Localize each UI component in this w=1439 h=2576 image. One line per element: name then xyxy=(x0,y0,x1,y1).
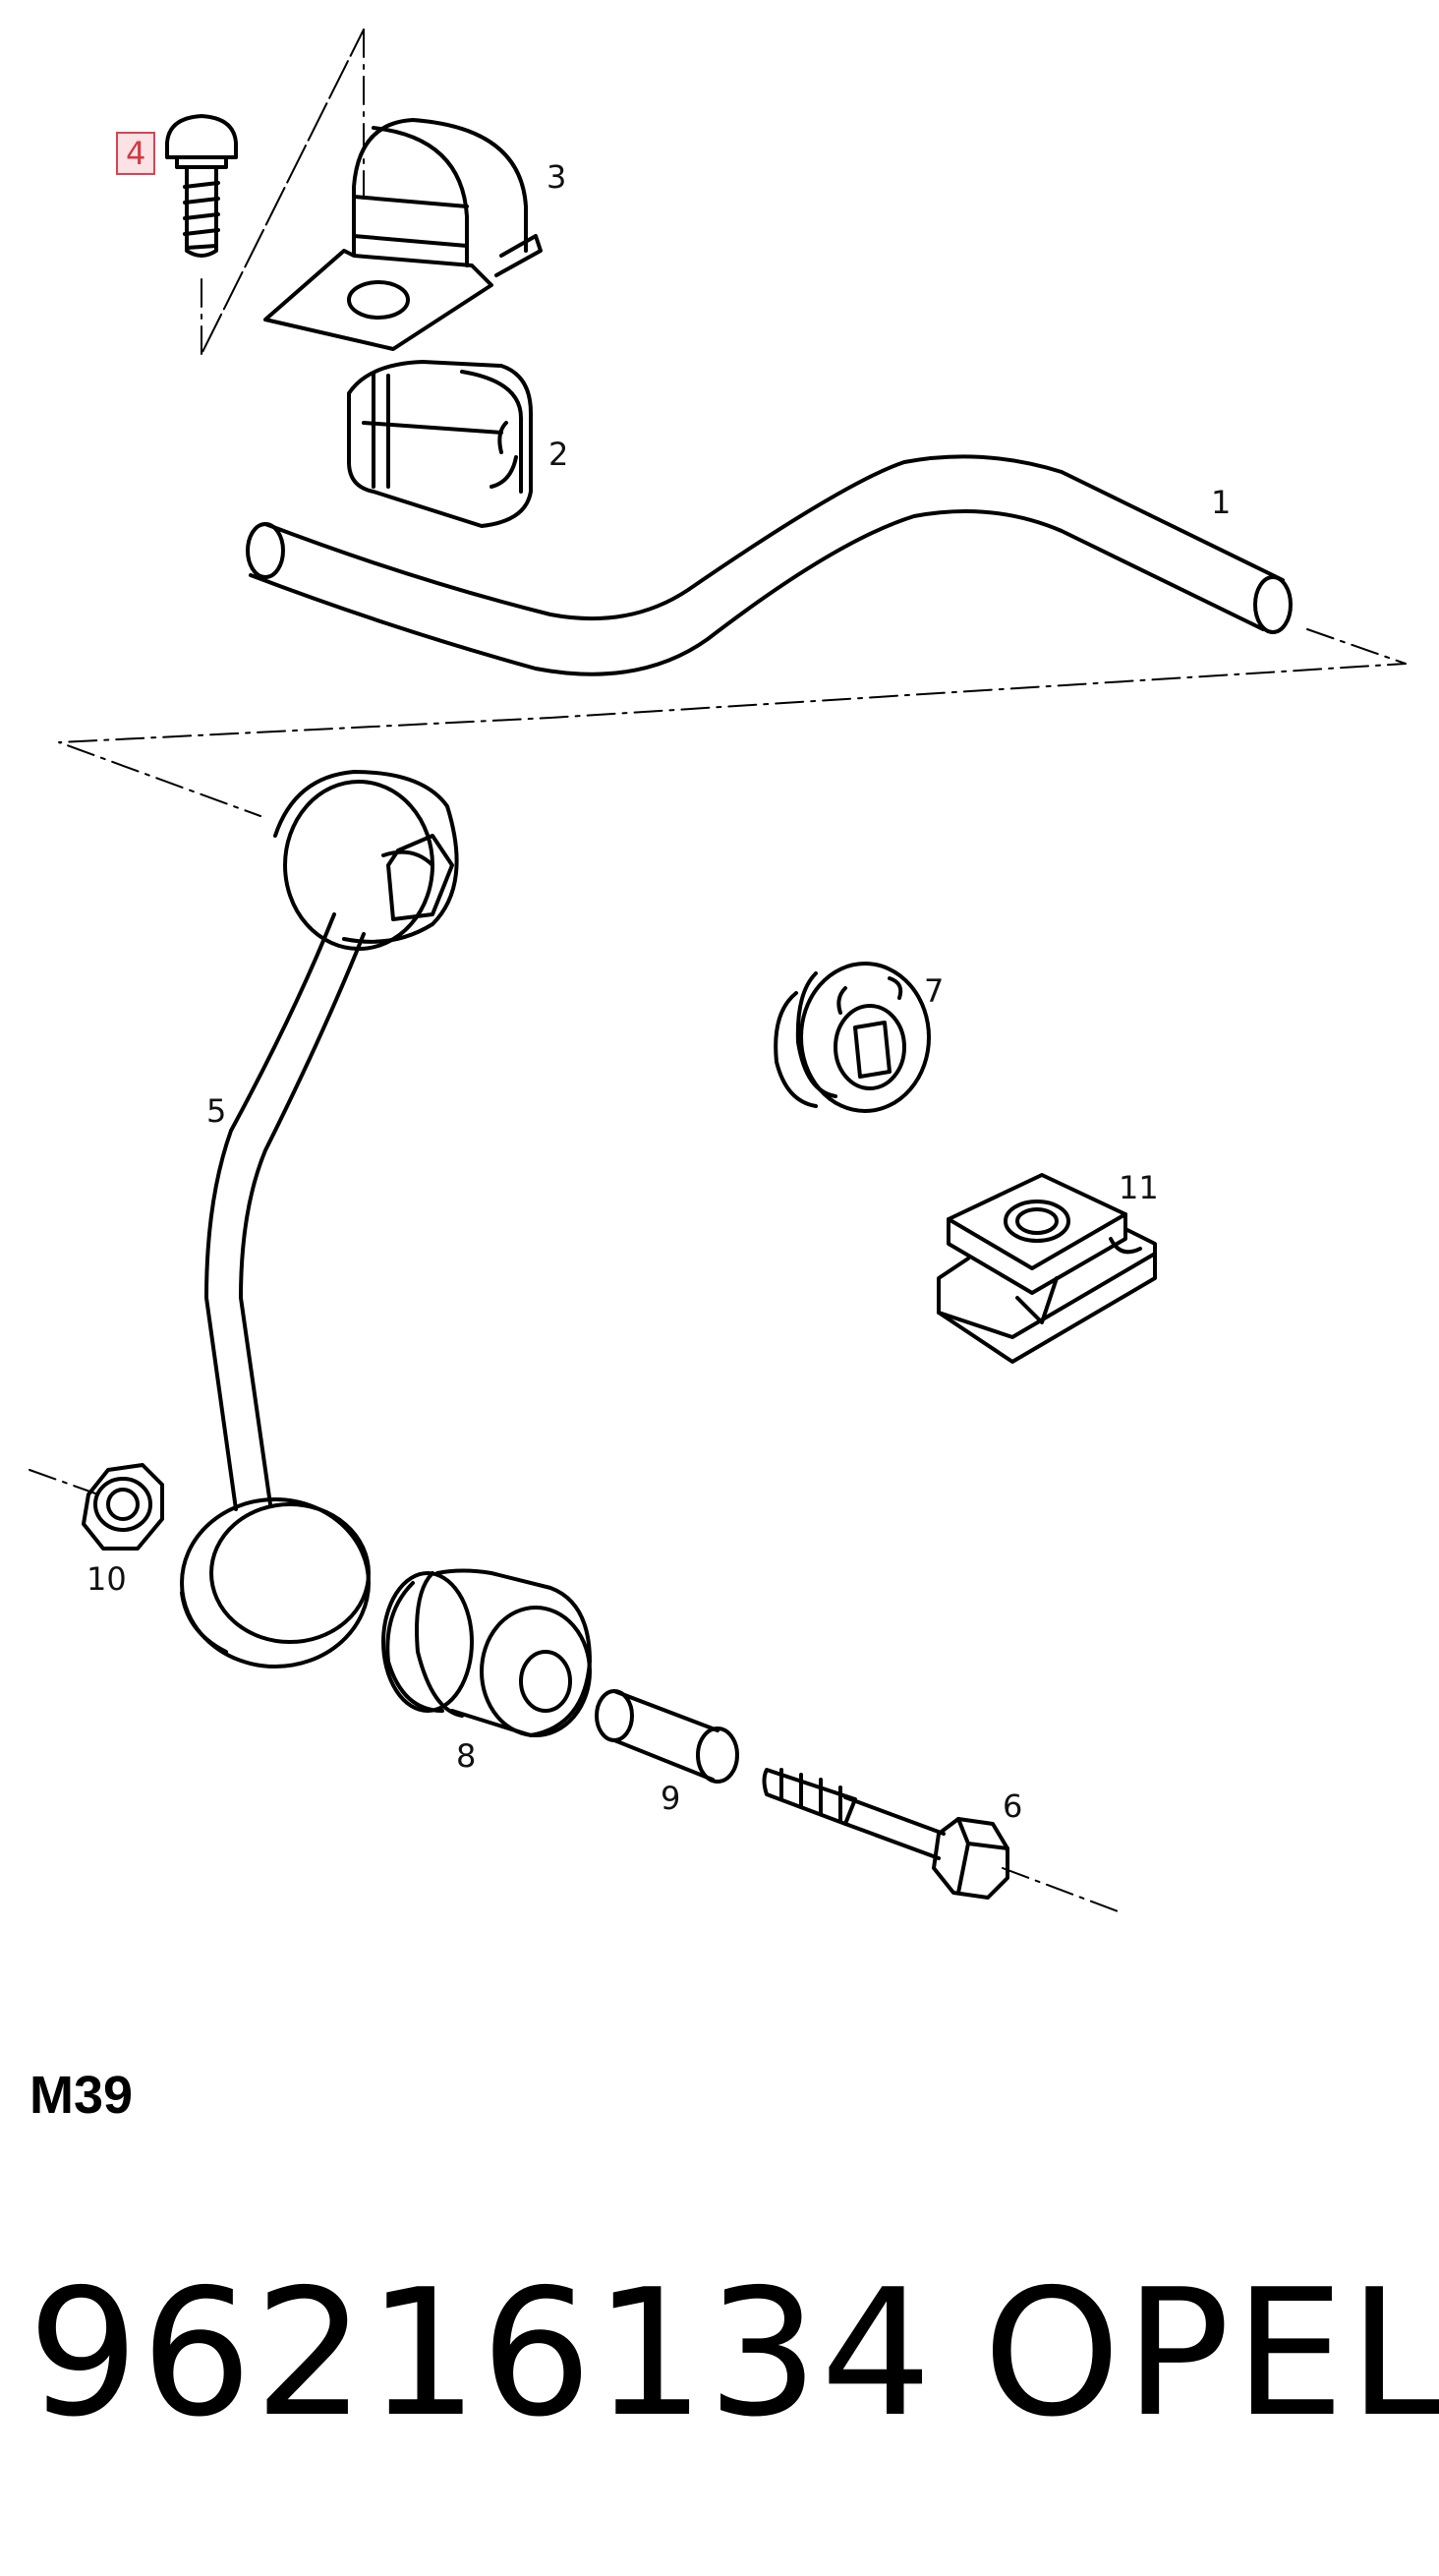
callout-6: 6 xyxy=(1003,1787,1023,1825)
callout-8: 8 xyxy=(456,1737,477,1775)
bushing-8 xyxy=(381,1568,592,1737)
clip-nut-11 xyxy=(937,1173,1157,1364)
nut-10 xyxy=(82,1463,164,1551)
construction-lines xyxy=(29,29,1407,1913)
diagram-code: M39 xyxy=(29,2066,134,2125)
bushing-7 xyxy=(774,962,931,1113)
exploded-parts-diagram xyxy=(29,29,1407,1913)
callout-1: 1 xyxy=(1211,484,1232,521)
bolt-4 xyxy=(165,114,238,258)
callout-7: 7 xyxy=(924,972,945,1010)
callout-5: 5 xyxy=(206,1092,227,1130)
callout-10: 10 xyxy=(86,1560,127,1598)
callout-9: 9 xyxy=(661,1780,681,1817)
bushing-2 xyxy=(347,360,533,528)
brand-name: OPEL xyxy=(983,2252,1439,2455)
link-rod-5 xyxy=(180,770,459,1669)
callout-2: 2 xyxy=(548,436,569,473)
stabilizer-bar-1 xyxy=(246,454,1293,676)
callout-11: 11 xyxy=(1119,1169,1159,1206)
clamp-3 xyxy=(263,118,543,351)
sleeve-9 xyxy=(595,1689,739,1784)
callout-3: 3 xyxy=(547,158,567,196)
part-number: 96216134 xyxy=(28,2252,934,2455)
callout-4-highlighted: 4 xyxy=(116,132,156,175)
bolt-6 xyxy=(762,1768,1009,1900)
